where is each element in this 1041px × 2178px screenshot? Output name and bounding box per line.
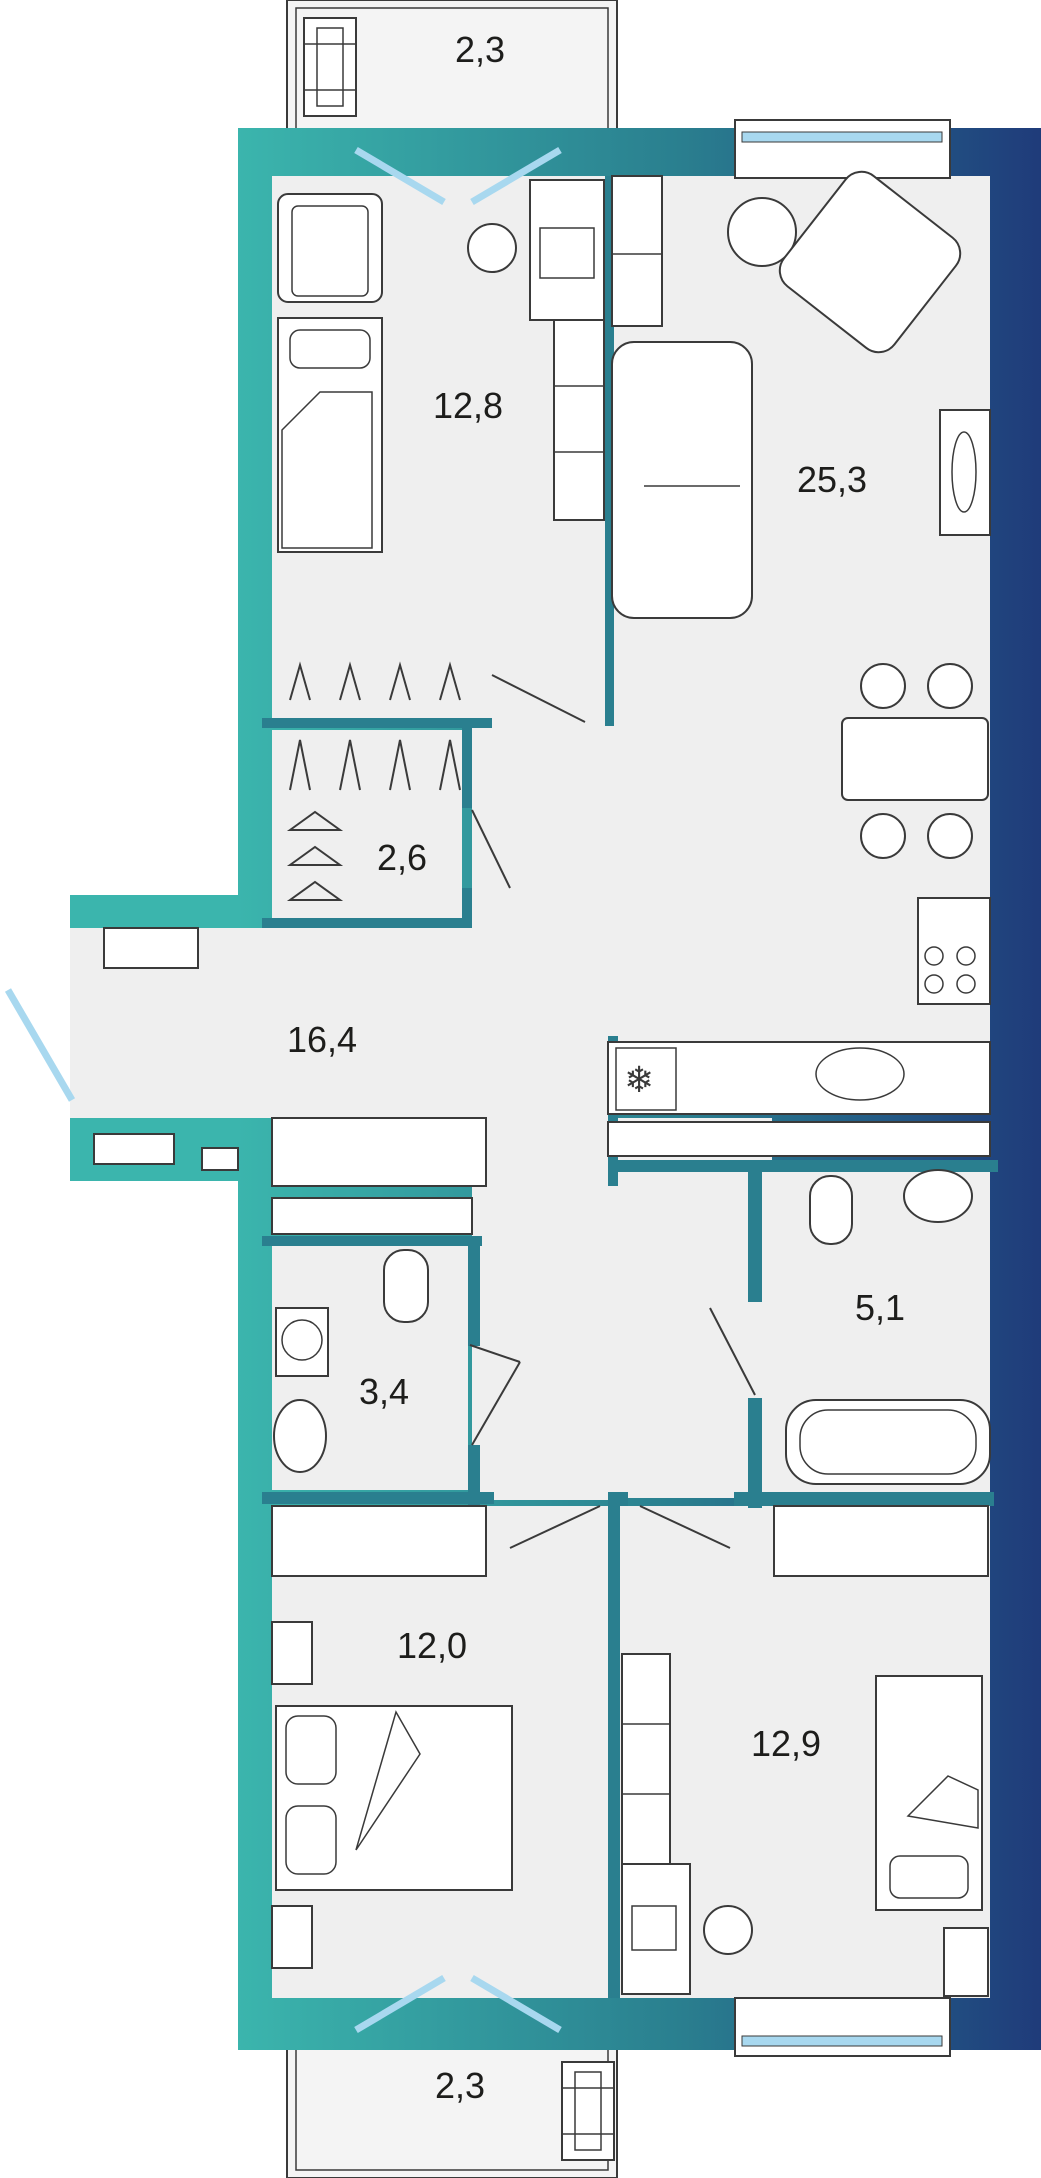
svg-text:❄: ❄: [624, 1060, 654, 1101]
hallway-furniture: [93, 927, 487, 1235]
shelf-icon: [271, 1197, 473, 1235]
bathroom-right-fixtures: [785, 1169, 991, 1485]
shelf-icon: [607, 1121, 991, 1157]
washing-machine-icon: [275, 1307, 329, 1377]
double-bed-icon: [275, 1705, 513, 1891]
balcony-top: [286, 0, 618, 133]
area-label-bathroom-left: 3,4: [359, 1371, 409, 1412]
coffee-table-icon: [727, 197, 797, 267]
shoe-rack-icon: [103, 927, 199, 969]
armchair-icon: [778, 170, 962, 354]
stove-icon: [917, 897, 991, 1005]
area-label-hallway: 16,4: [287, 1019, 357, 1060]
fridge-icon: [615, 1047, 677, 1111]
area-label-balcony-bottom: 2,3: [435, 2065, 485, 2106]
dining-table-icon: [841, 717, 989, 801]
shelf-icon: [611, 175, 663, 327]
area-label-bedroom-bottom-right: 12,9: [751, 1723, 821, 1764]
toilet-icon: [383, 1249, 429, 1323]
drying-rack-icon: [303, 17, 357, 117]
washbasin-icon: [273, 1399, 327, 1473]
area-label-bathroom-right: 5,1: [855, 1287, 905, 1328]
area-label-bedroom-bottom-left: 12,0: [397, 1625, 467, 1666]
cabinet-icon: [93, 1133, 175, 1165]
single-bed-icon: [277, 317, 383, 553]
door-swings: [469, 674, 756, 1549]
wardrobe-icon: [271, 1117, 487, 1187]
wardrobe-icon: [271, 1505, 487, 1577]
bedroom-bottom-left-furniture: [271, 1505, 513, 1969]
kitchen-counter-icon: [607, 1041, 991, 1115]
chair-icon: [860, 663, 906, 709]
washbasin-icon: [903, 1169, 973, 1223]
single-bed-icon: [875, 1675, 983, 1911]
chair-icon: [703, 1905, 753, 1955]
windows: [4, 119, 951, 2057]
toilet-icon: [809, 1175, 853, 1245]
desk-icon: [529, 179, 605, 321]
desk-icon: [621, 1863, 691, 1995]
bathroom-left-fixtures: [273, 1249, 429, 1473]
area-labels: 2,3 12,8 25,3 2,6 16,4 5,1 3,4 12,0 12,9…: [287, 29, 905, 2106]
nightstand-icon: [271, 1621, 313, 1685]
chair-icon: [860, 813, 906, 859]
bedroom-bottom-right-furniture: [621, 1505, 989, 1997]
living-furniture: ❄: [607, 170, 991, 1157]
bedroom-top-furniture: [277, 179, 605, 553]
area-label-bedroom-top: 12,8: [433, 385, 503, 426]
drying-rack-icon: [561, 2061, 615, 2161]
sink-icon: [815, 1047, 905, 1101]
shelf-icon: [621, 1653, 671, 1865]
nightstand-icon: [271, 1905, 313, 1969]
wardrobe-icon: [773, 1505, 989, 1577]
chair-icon: [927, 813, 973, 859]
sofa-icon: [611, 341, 753, 619]
armchair-icon: [277, 193, 383, 303]
tv-icon: [939, 409, 991, 536]
area-label-closet: 2,6: [377, 837, 427, 878]
area-label-balcony-top: 2,3: [455, 29, 505, 70]
chair-icon: [467, 223, 517, 273]
wardrobe-icon: [553, 319, 605, 521]
bathtub-icon: [785, 1399, 991, 1485]
chair-icon: [927, 663, 973, 709]
area-label-living-kitchen: 25,3: [797, 459, 867, 500]
